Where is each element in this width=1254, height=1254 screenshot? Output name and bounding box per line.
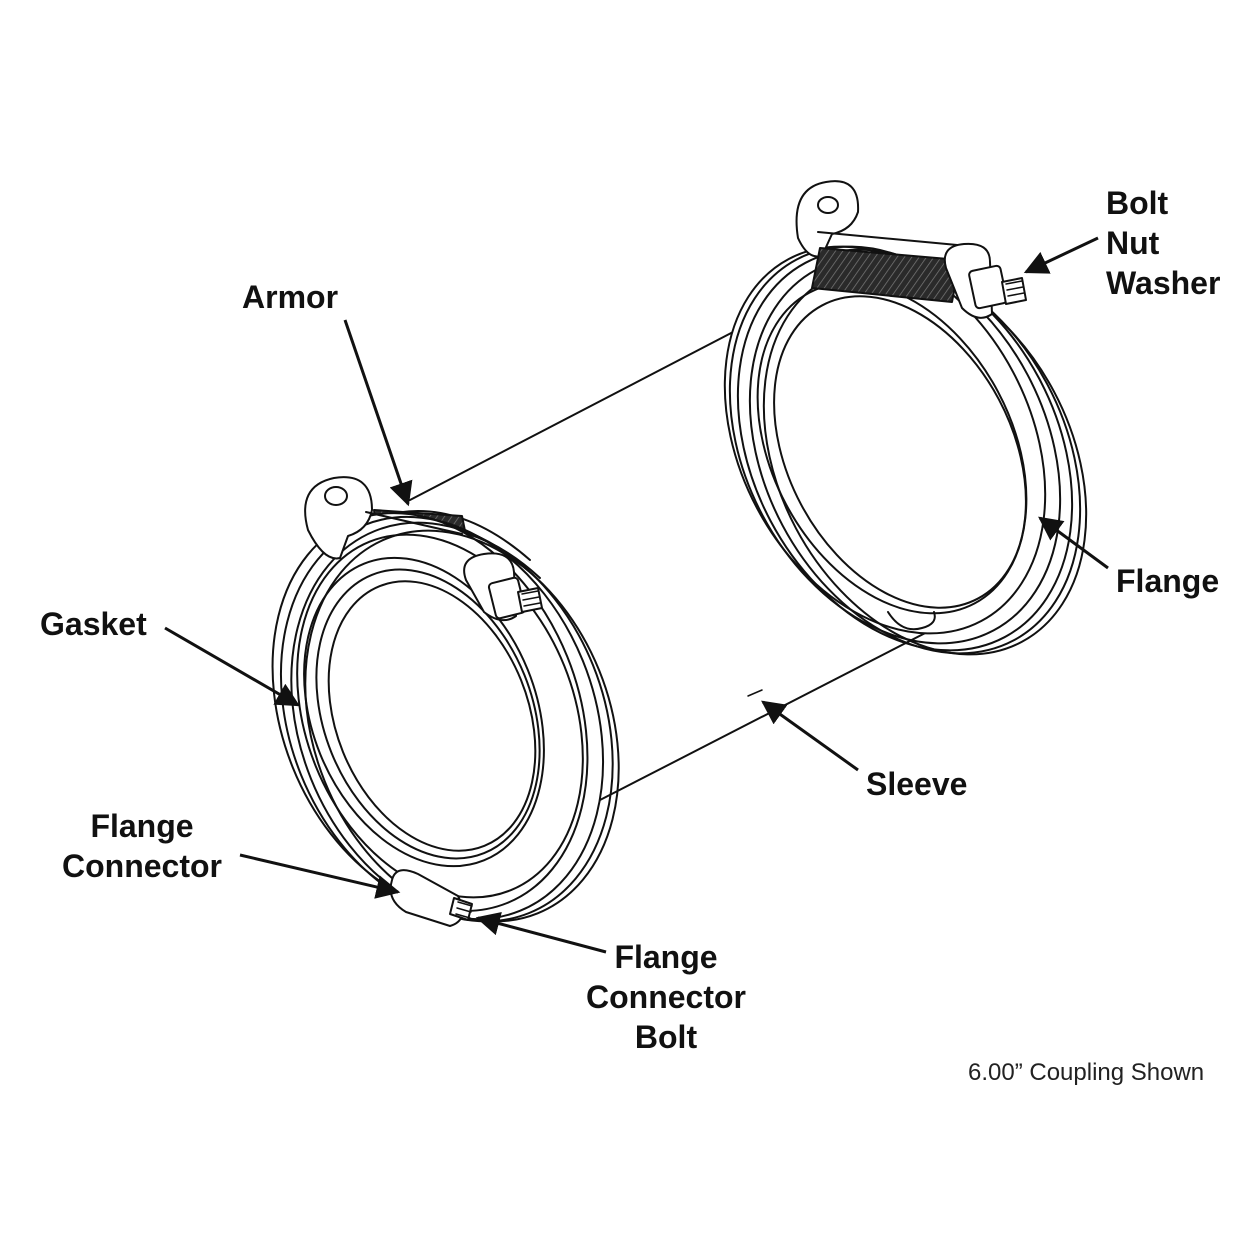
- arrow-flange-connector-bolt: [475, 911, 607, 954]
- label-gasket: Gasket: [40, 606, 147, 642]
- arrow-armor: [343, 319, 413, 507]
- arrow-flange-connector: [239, 853, 401, 899]
- caption-coupling-size: 6.00” Coupling Shown: [968, 1059, 1205, 1086]
- arrow-flange: [1038, 516, 1109, 570]
- arrow-sleeve: [761, 700, 859, 772]
- label-flange-connector: Flange Connector: [62, 808, 222, 884]
- arrow-gasket: [164, 626, 301, 707]
- label-armor: Armor: [242, 279, 339, 315]
- label-flange-connector-bolt: Flange Connector Bolt: [586, 939, 746, 1055]
- label-bolt-nut-washer: Bolt Nut Washer: [1106, 185, 1221, 301]
- near-flange: [271, 476, 620, 927]
- label-flange: Flange: [1116, 563, 1220, 599]
- arrow-bolt-nut-washer: [1023, 236, 1099, 274]
- label-sleeve: Sleeve: [866, 766, 968, 802]
- far-flange: [723, 180, 1088, 656]
